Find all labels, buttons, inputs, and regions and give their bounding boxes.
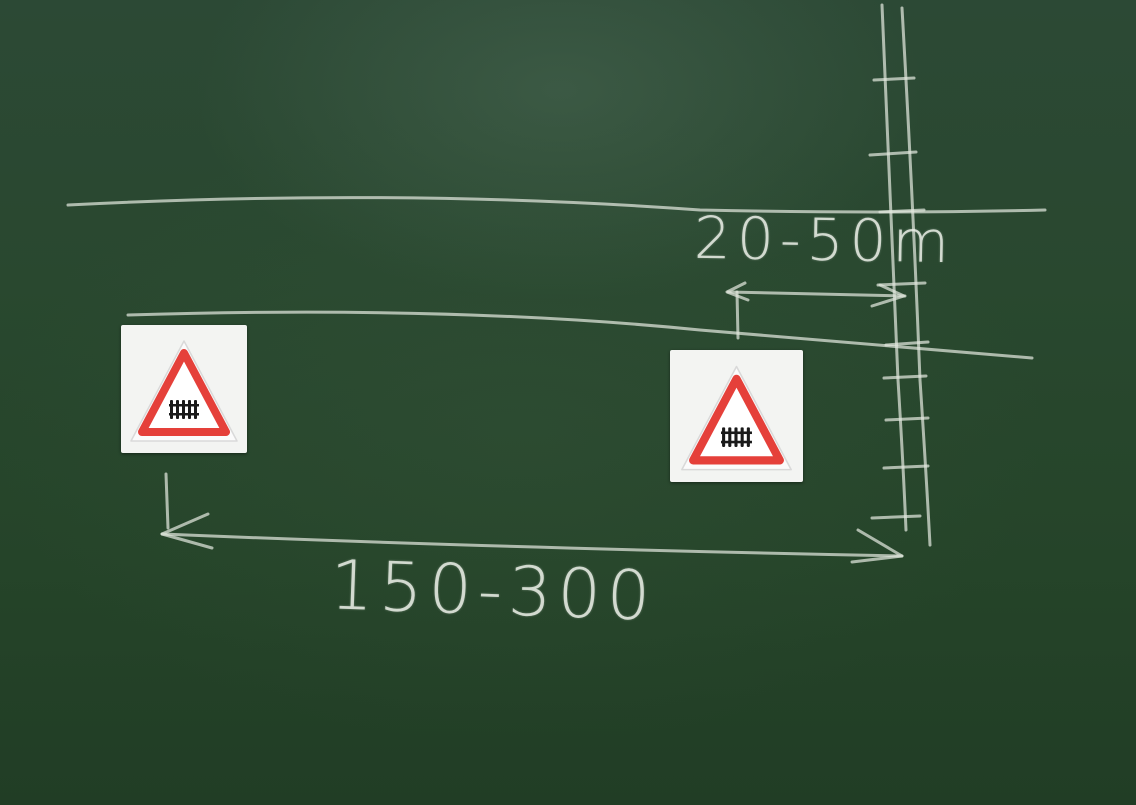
fence-icon [721, 427, 752, 447]
upper-arrowhead-left [725, 281, 750, 302]
lower-dimension-line [160, 532, 904, 558]
upper-arrowhead-right [870, 283, 906, 308]
railway-crossing-sign-right [670, 350, 803, 482]
upper-distance-label: 20-50m [693, 203, 956, 277]
lower-distance-label: 150-300 [328, 546, 658, 637]
upper-dimension-tick [735, 290, 740, 340]
rail-right [900, 6, 932, 547]
lower-dimension-tick [164, 472, 170, 530]
railway-crossing-sign-left [121, 325, 247, 453]
upper-dimension-line [726, 290, 907, 298]
rail-left [880, 3, 908, 532]
warning-triangle-icon [130, 340, 238, 442]
warning-triangle-icon [681, 365, 792, 471]
lower-arrowhead-left [160, 512, 214, 550]
lower-arrowhead-right [850, 528, 904, 564]
road-line-upper [66, 196, 1047, 214]
fence-icon [169, 400, 199, 419]
rail-ties [868, 76, 930, 520]
